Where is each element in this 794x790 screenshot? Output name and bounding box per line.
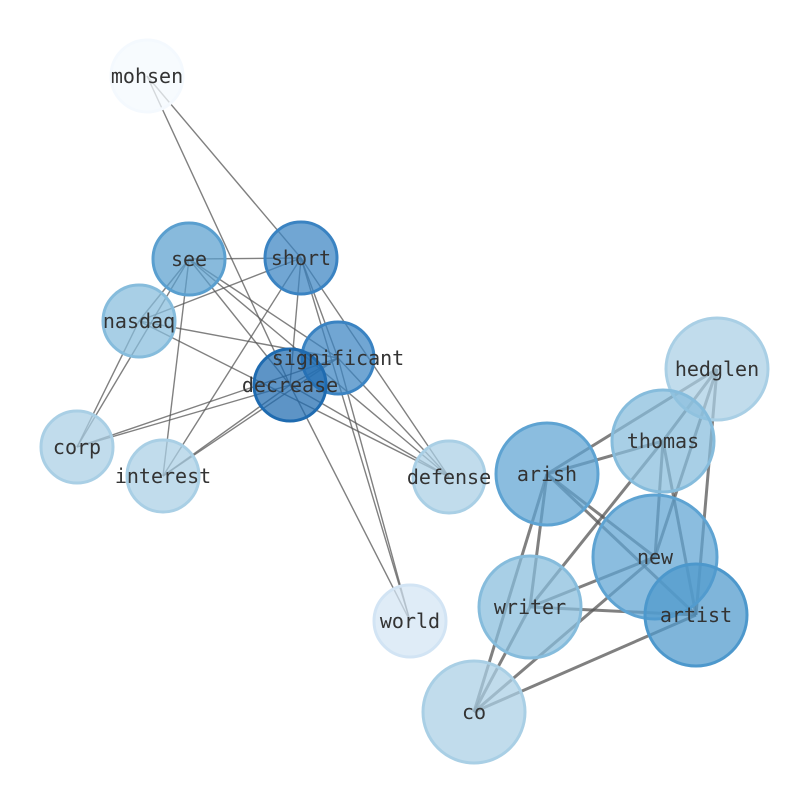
node-nasdaq[interactable] [101, 283, 177, 359]
node-label-thomas: thomas [627, 429, 699, 453]
node-label-corp: corp [53, 435, 101, 459]
node-mohsen[interactable] [109, 38, 185, 114]
node-hedglen[interactable] [664, 316, 770, 422]
node-label-mohsen: mohsen [111, 64, 183, 88]
node-label-new: new [637, 545, 674, 569]
node-corp[interactable] [39, 409, 115, 485]
edge-short-interest [162, 257, 302, 477]
node-label-writer: writer [494, 595, 566, 619]
edge-mohsen-decrease [146, 75, 291, 386]
node-short[interactable] [263, 220, 339, 296]
node-writer[interactable] [477, 554, 583, 660]
node-co[interactable] [421, 659, 527, 765]
node-label-decrease: decrease [242, 373, 338, 397]
edge-significant-world [337, 357, 411, 622]
node-defense[interactable] [411, 439, 487, 515]
node-label-significant: significant [272, 346, 404, 370]
nodes-layer [39, 38, 770, 765]
node-label-artist: artist [660, 603, 732, 627]
node-label-arish: arish [517, 462, 577, 486]
node-label-short: short [271, 246, 331, 270]
node-see[interactable] [151, 221, 227, 297]
node-label-hedglen: hedglen [675, 357, 759, 381]
labels-layer: mohsen see short nasdaq significant decrease c… [53, 64, 759, 724]
node-thomas[interactable] [610, 388, 716, 494]
node-label-see: see [171, 247, 207, 271]
node-label-nasdaq: nasdaq [103, 309, 175, 333]
edge-decrease-world [289, 384, 411, 622]
node-label-co: co [462, 700, 486, 724]
node-artist[interactable] [643, 562, 749, 668]
edge-mohsen-short [146, 75, 302, 259]
edge-short-defense [300, 257, 450, 478]
node-label-defense: defense [407, 465, 491, 489]
node-arish[interactable] [494, 421, 600, 527]
node-interest[interactable] [125, 438, 201, 514]
edge-short-world [300, 257, 411, 622]
node-decrease[interactable] [252, 347, 328, 423]
node-world[interactable] [372, 583, 448, 659]
node-label-interest: interest [115, 464, 211, 488]
node-label-world: world [380, 609, 440, 633]
